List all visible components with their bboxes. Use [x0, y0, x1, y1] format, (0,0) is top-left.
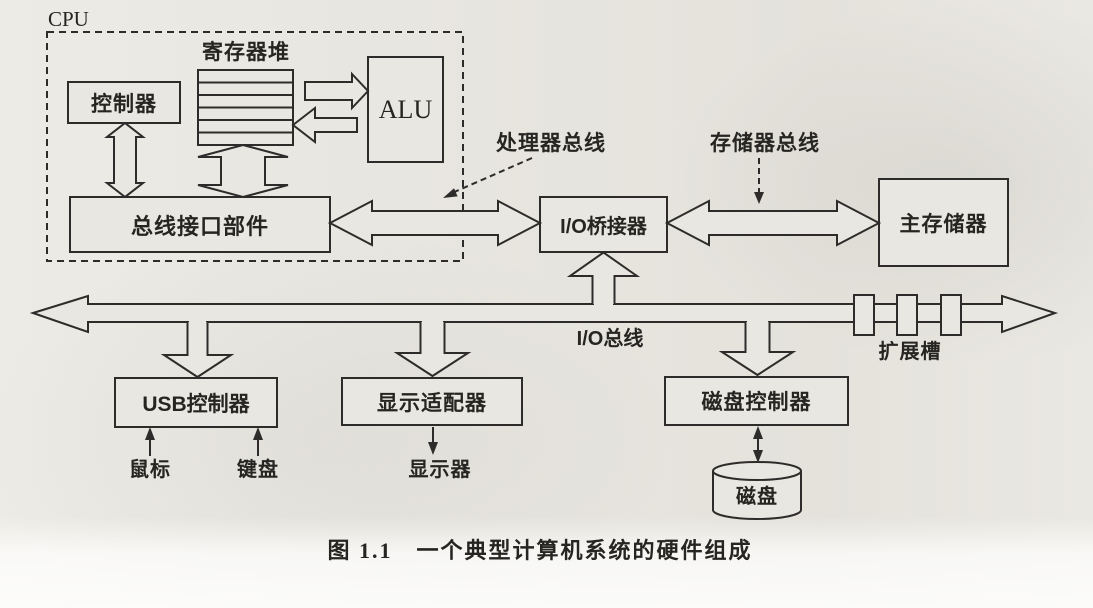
io-bus-arrow — [29, 294, 1059, 334]
figure-caption: 图 1.1 一个典型计算机系统的硬件组成 — [327, 538, 753, 563]
expansion-slot — [940, 294, 962, 336]
junction-patch — [594, 302, 613, 306]
keyboard-label: 键盘 — [237, 458, 279, 481]
processor-bus-pointer-head — [443, 188, 458, 198]
iobus-to-display-branch — [393, 322, 472, 378]
registerfile-to-alu-arrow — [304, 71, 370, 111]
iobus-to-bridge-branch — [566, 251, 641, 304]
disk-label: 磁盘 — [736, 485, 778, 508]
iobus-to-usb-branch — [160, 322, 235, 379]
main-memory-label: 主存储器 — [899, 212, 988, 236]
mouse-arrowhead — [145, 427, 155, 440]
display-adapter-label: 显示适配器 — [377, 391, 487, 415]
io-bridge-box — [539, 196, 668, 253]
junction-patch — [747, 320, 768, 325]
memory-bus-pointer-head — [754, 192, 764, 204]
controller-businterface-arrow — [104, 121, 146, 199]
display-arrowhead — [428, 442, 438, 455]
expansion-slots-label: 扩展槽 — [878, 340, 942, 363]
expansion-slot — [853, 294, 875, 336]
disk-arrowhead-down — [753, 450, 763, 463]
iobus-to-disk-branch — [718, 322, 797, 377]
registerfile-businterface-arrow — [197, 143, 289, 199]
junction-patch — [422, 320, 443, 325]
memory-bus-arrow — [664, 199, 882, 247]
cpu-boundary-box — [46, 31, 464, 262]
junction-patch — [189, 320, 206, 325]
processor-bus-label: 处理器总线 — [496, 132, 606, 155]
bus-interface-box — [69, 196, 331, 253]
memory-bus-label: 存储器总线 — [710, 132, 820, 155]
mouse-label: 鼠标 — [129, 458, 171, 481]
disk-cylinder-body — [712, 471, 802, 520]
alu-box — [367, 56, 444, 163]
usb-controller-label: USB控制器 — [142, 392, 250, 416]
controller-label: 控制器 — [91, 92, 157, 116]
alu-label: ALU — [378, 94, 433, 124]
register-file-stripes — [198, 81, 293, 134]
processor-bus-pointer-line — [451, 157, 533, 194]
bus-interface-label: 总线接口部件 — [130, 213, 269, 239]
keyboard-arrowhead — [253, 427, 263, 440]
processor-bus-arrow — [327, 199, 543, 247]
expansion-slot — [896, 294, 918, 336]
io-bus-label: I/O总线 — [576, 327, 644, 350]
cpu-label: CPU — [48, 6, 89, 31]
io-bridge-label: I/O桥接器 — [560, 216, 647, 238]
disk-controller-label: 磁盘控制器 — [701, 391, 812, 414]
main-memory-box — [878, 178, 1009, 267]
disk-arrowhead-up — [753, 426, 763, 439]
disk-cylinder-top — [712, 461, 802, 481]
disk-controller-box — [664, 376, 849, 426]
display-adapter-box — [341, 377, 523, 426]
register-file-label: 寄存器堆 — [202, 41, 290, 64]
display-label: 显示器 — [408, 458, 472, 481]
alu-to-registerfile-arrow — [291, 105, 358, 145]
usb-controller-box — [114, 377, 278, 428]
